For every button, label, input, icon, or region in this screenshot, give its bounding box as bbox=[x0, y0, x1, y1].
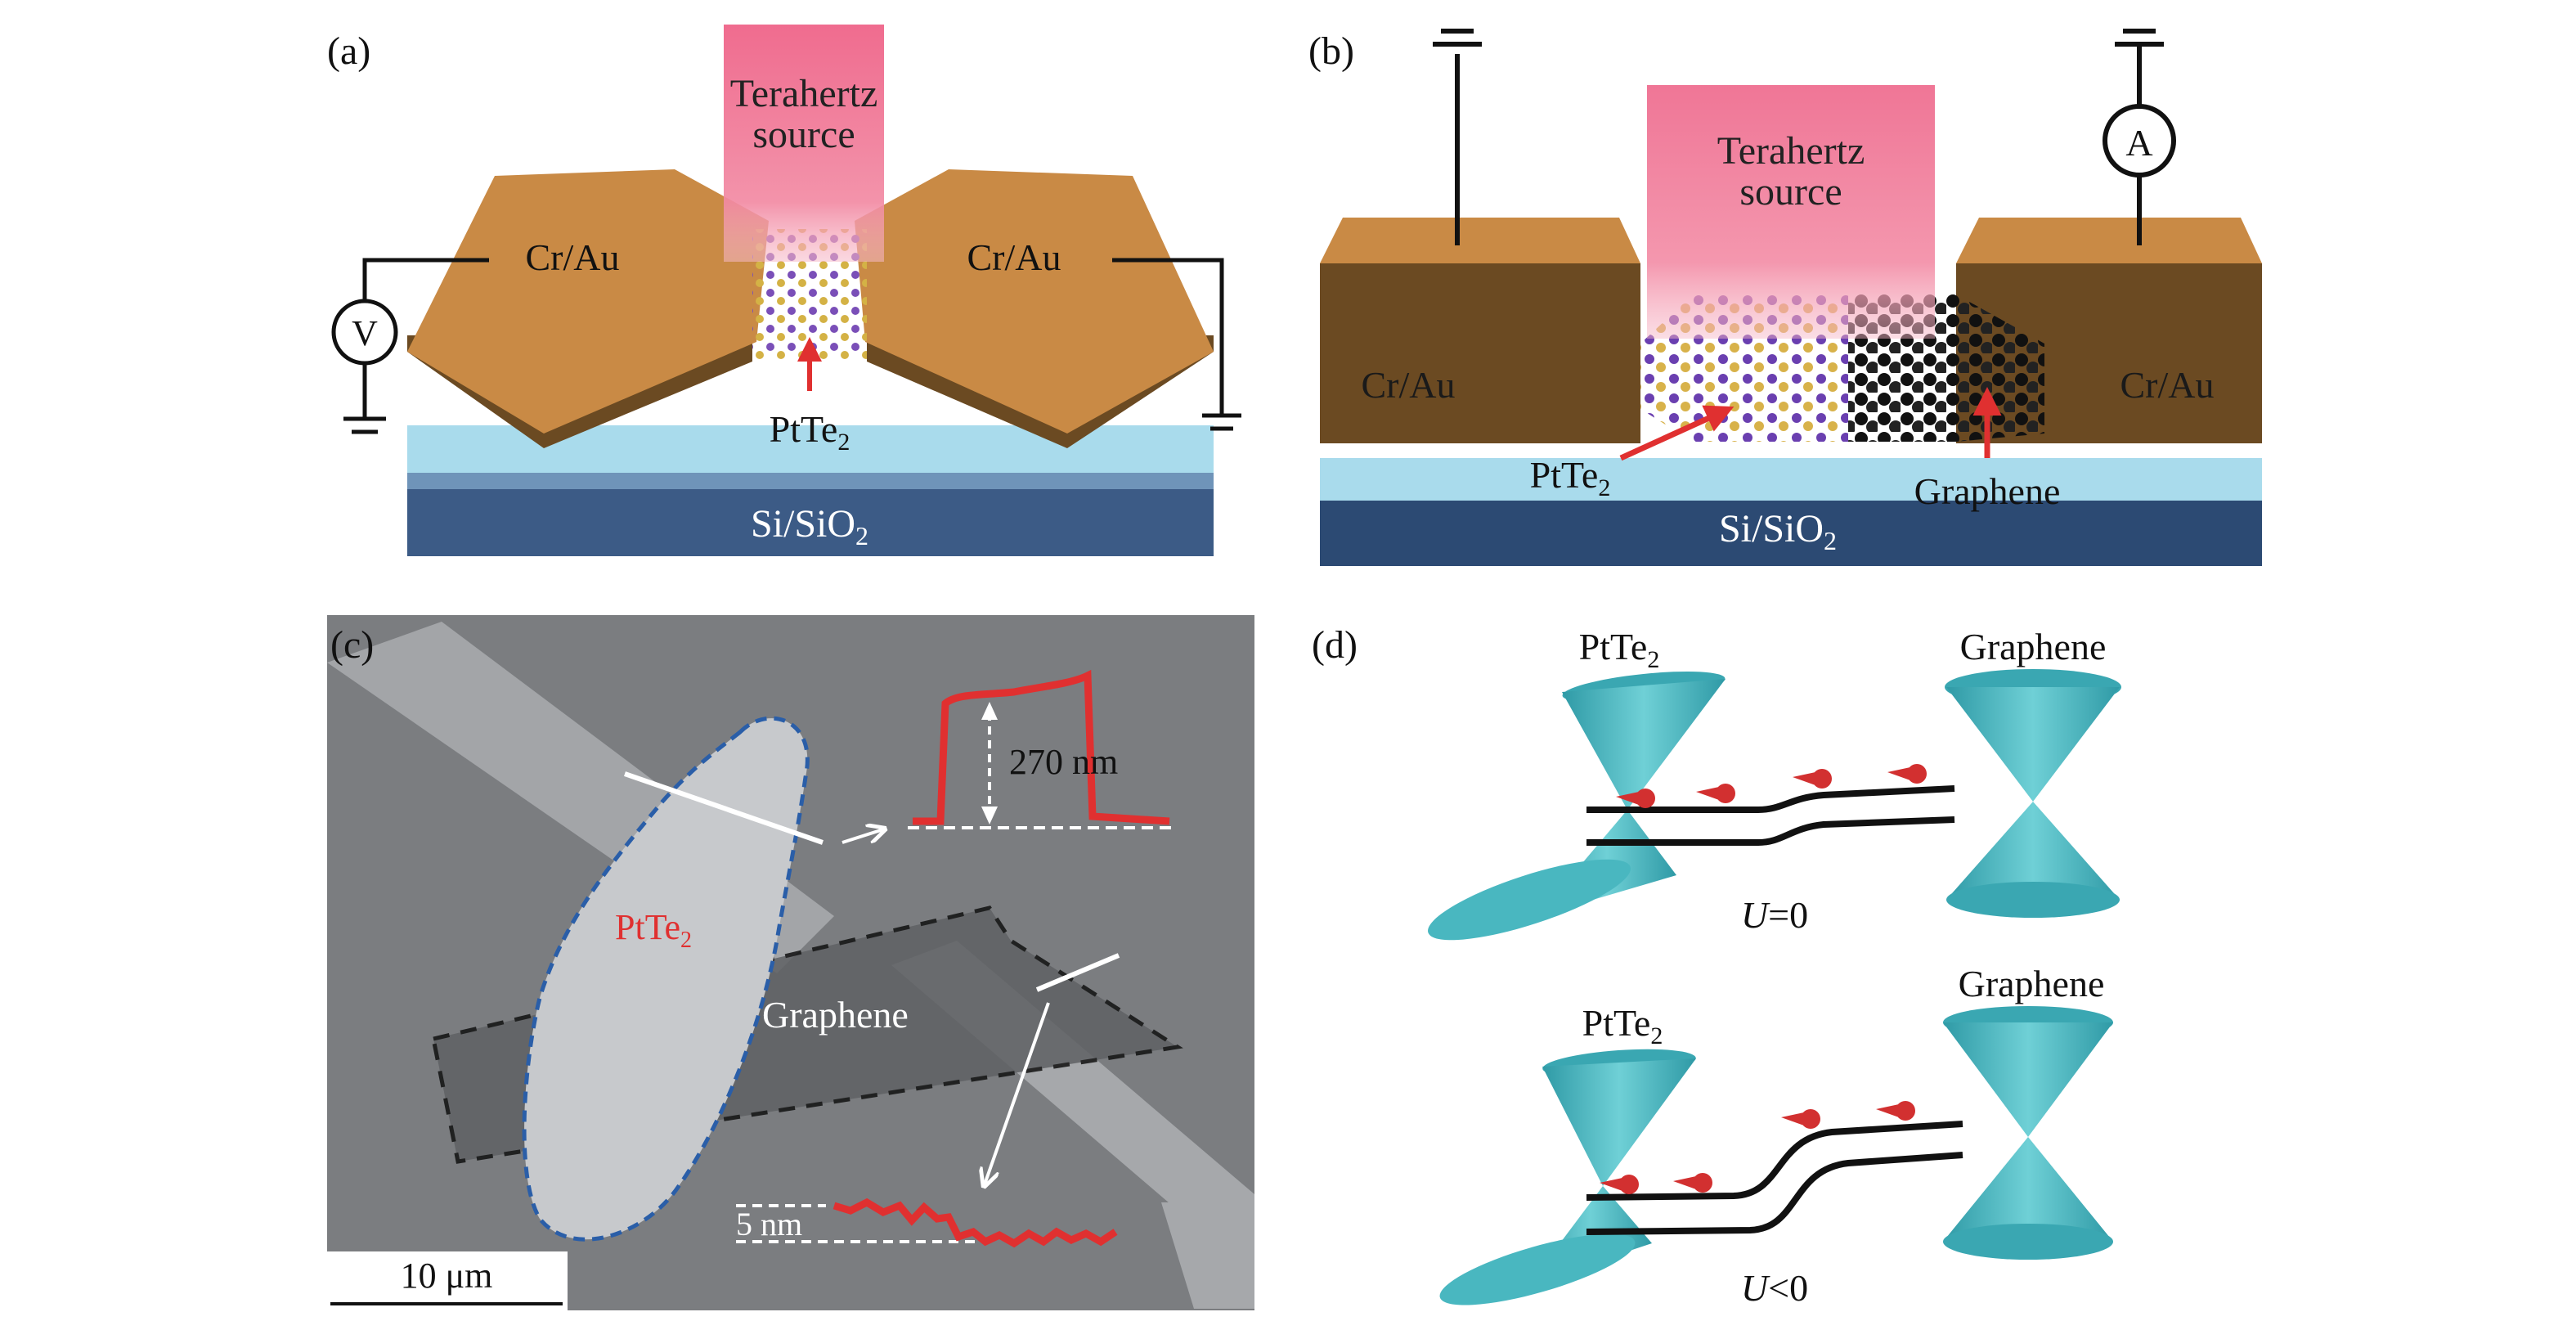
a-right-electrode-top bbox=[855, 169, 1214, 434]
b-source-line2: source bbox=[1739, 170, 1842, 213]
panel-c: (c) 270 nm 5 nm PtTe2 Graphene 10 μm bbox=[327, 615, 1254, 1310]
a-source-line1: Terahertz bbox=[730, 72, 878, 115]
a-silicon-layer bbox=[407, 484, 1214, 556]
d-top-left-cone-rim-bottom bbox=[1428, 859, 1631, 941]
d-top-right-label: Graphene bbox=[1960, 626, 2107, 667]
a-voltmeter-label: V bbox=[352, 313, 378, 353]
a-wire-right bbox=[1112, 258, 1224, 414]
b-electrode-left-label: Cr/Au bbox=[1362, 364, 1456, 406]
panel-a-label: (a) bbox=[327, 29, 370, 73]
d-bottom-electron-arrow-2 bbox=[1673, 1176, 1696, 1189]
d-top-electron-arrow-4 bbox=[1887, 767, 1910, 780]
a-material-label: PtTe2 bbox=[770, 408, 850, 456]
b-material-label: PtTe2 bbox=[1530, 454, 1611, 501]
c-height-arrow-head-bottom bbox=[981, 807, 998, 825]
d-bottom-electron-2 bbox=[1693, 1173, 1712, 1193]
a-electrode-right-label: Cr/Au bbox=[967, 236, 1061, 278]
d-bottom-right-label: Graphene bbox=[1959, 963, 2105, 1004]
d-top-band-lower bbox=[1586, 816, 1955, 846]
d-bottom-electron-3 bbox=[1801, 1109, 1820, 1129]
d-top-electron-arrow-2 bbox=[1696, 787, 1719, 800]
b-silicon-layer bbox=[1320, 496, 2262, 566]
c-profile-arrow-bottom bbox=[985, 1002, 1050, 1184]
c-scalebar-label: 10 μm bbox=[401, 1256, 493, 1296]
d-top-electron-4 bbox=[1907, 764, 1927, 784]
b-left-electrode-top bbox=[1320, 218, 1640, 263]
d-bottom-electron-4 bbox=[1896, 1101, 1915, 1121]
d-top-electrons bbox=[1616, 764, 1927, 808]
c-scalebar-box bbox=[327, 1251, 568, 1310]
b-substrate-label: Si/SiO2 bbox=[1719, 507, 1837, 555]
d-top-right-upper-cone bbox=[1946, 687, 2120, 802]
b-ammeter-label: A bbox=[2125, 122, 2152, 164]
d-top-left-upper-cone bbox=[1562, 679, 1726, 810]
b-arrow-pttete2 bbox=[1619, 405, 1735, 461]
c-strip-bottom-tab bbox=[1161, 1202, 1254, 1309]
d-bottom-electron-1 bbox=[1619, 1175, 1639, 1194]
b-source-line1: Terahertz bbox=[1717, 129, 1865, 173]
b-graphene-label: Graphene bbox=[1914, 470, 2061, 512]
a-substrate-label: Si/SiO2 bbox=[751, 502, 868, 550]
panel-d: (d) PtTe2 Graphene U=0 bbox=[1312, 623, 2121, 1309]
c-profile-line-bottom bbox=[1035, 953, 1120, 992]
d-bottom-condition: U<0 bbox=[1741, 1267, 1808, 1309]
c-profile-arrow-top bbox=[841, 829, 883, 844]
panel-a: (a) Terahertz source Cr/Au Cr/Au PtTe2 V… bbox=[327, 25, 1241, 556]
b-left-electrode-side bbox=[1320, 263, 1640, 443]
a-terahertz-beam bbox=[724, 25, 884, 262]
d-top-right-lower-cone bbox=[1946, 802, 2120, 900]
d-bottom-electrons bbox=[1600, 1101, 1915, 1194]
c-thin-label: 5 nm bbox=[736, 1206, 802, 1242]
c-profile-line-top bbox=[624, 771, 824, 845]
d-top-electron-2 bbox=[1716, 784, 1735, 803]
b-right-electrode-top bbox=[1956, 218, 2262, 263]
c-pttete2-flake bbox=[522, 716, 810, 1242]
d-top-electron-1 bbox=[1636, 789, 1655, 808]
d-bottom-electron-arrow-1 bbox=[1600, 1178, 1622, 1191]
c-panel-label: (c) bbox=[330, 623, 374, 667]
d-top-condition: U=0 bbox=[1741, 894, 1808, 936]
a-left-electrode-top bbox=[407, 169, 769, 434]
d-bottom-left-upper-cone bbox=[1542, 1058, 1696, 1186]
c-profile-bottom bbox=[832, 1197, 1118, 1248]
d-bottom-right-lower-cone bbox=[1943, 1137, 2113, 1242]
d-top-right-cone-rim-bottom bbox=[1946, 882, 2120, 918]
a-wire-left bbox=[362, 258, 489, 303]
d-bottom-left-cone-rim-bottom bbox=[1439, 1233, 1636, 1305]
c-material-label: PtTe2 bbox=[615, 907, 692, 953]
a-source-line2: source bbox=[752, 113, 855, 156]
d-top-left-label: PtTe2 bbox=[1579, 626, 1660, 673]
a-electrode-left-label: Cr/Au bbox=[526, 236, 620, 278]
b-electrode-right-label: Cr/Au bbox=[2120, 364, 2215, 406]
c-height-label: 270 nm bbox=[1009, 742, 1118, 782]
b-oxide-layer bbox=[1320, 458, 2262, 501]
d-bottom-electron-arrow-3 bbox=[1781, 1112, 1804, 1126]
d-top-electron-3 bbox=[1812, 769, 1832, 789]
panel-b-label: (b) bbox=[1308, 29, 1354, 73]
d-bottom-electron-arrow-4 bbox=[1876, 1104, 1899, 1117]
c-graphene-label: Graphene bbox=[762, 994, 909, 1036]
d-bottom-left-label: PtTe2 bbox=[1582, 1002, 1663, 1049]
d-top-electron-arrow-3 bbox=[1793, 772, 1815, 785]
panel-d-label: (d) bbox=[1312, 623, 1358, 667]
d-top-electron-arrow-1 bbox=[1616, 792, 1639, 805]
d-bottom-right-cone-rim-bottom bbox=[1943, 1224, 2113, 1260]
b-terahertz-beam bbox=[1647, 85, 1935, 339]
c-height-arrow-head-top bbox=[981, 702, 998, 720]
d-bottom-band-lower bbox=[1586, 1152, 1963, 1235]
panel-b: (b) Terahertz source Cr/Au Cr/Au A bbox=[1308, 29, 2262, 566]
d-top-band-upper bbox=[1586, 785, 1955, 813]
c-profile-top bbox=[913, 669, 1170, 825]
d-bottom-right-upper-cone bbox=[1943, 1022, 2113, 1137]
d-bottom-band-upper bbox=[1586, 1121, 1963, 1201]
